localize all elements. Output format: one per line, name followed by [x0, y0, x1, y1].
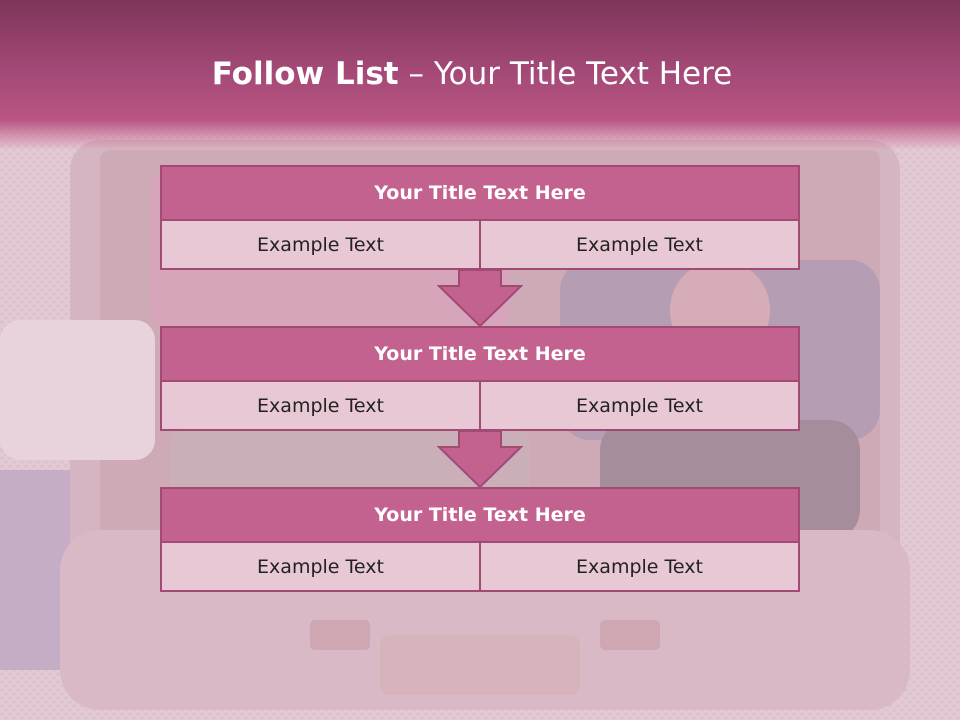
step-title: Your Title Text Here — [160, 326, 800, 382]
step-right-text: Example Text — [479, 382, 798, 429]
slide-title: Follow List – Your Title Text Here — [0, 56, 944, 92]
step-row: Example Text Example Text — [160, 382, 800, 431]
step-title: Your Title Text Here — [160, 487, 800, 543]
down-arrow-icon — [437, 431, 523, 489]
down-arrow-icon — [437, 270, 523, 328]
step-block-3: Your Title Text Here Example Text Exampl… — [160, 487, 800, 592]
slide-title-bold: Follow List — [211, 56, 399, 92]
step-right-text: Example Text — [479, 543, 798, 590]
step-left-text: Example Text — [162, 543, 479, 590]
step-title: Your Title Text Here — [160, 165, 800, 221]
step-block-2: Your Title Text Here Example Text Exampl… — [160, 326, 800, 431]
step-left-text: Example Text — [162, 382, 479, 429]
step-left-text: Example Text — [162, 221, 479, 268]
step-right-text: Example Text — [479, 221, 798, 268]
step-block-1: Your Title Text Here Example Text Exampl… — [160, 165, 800, 270]
slide-title-rest: – Your Title Text Here — [398, 56, 733, 92]
slide-header-band — [0, 0, 960, 150]
step-row: Example Text Example Text — [160, 221, 800, 270]
step-row: Example Text Example Text — [160, 543, 800, 592]
